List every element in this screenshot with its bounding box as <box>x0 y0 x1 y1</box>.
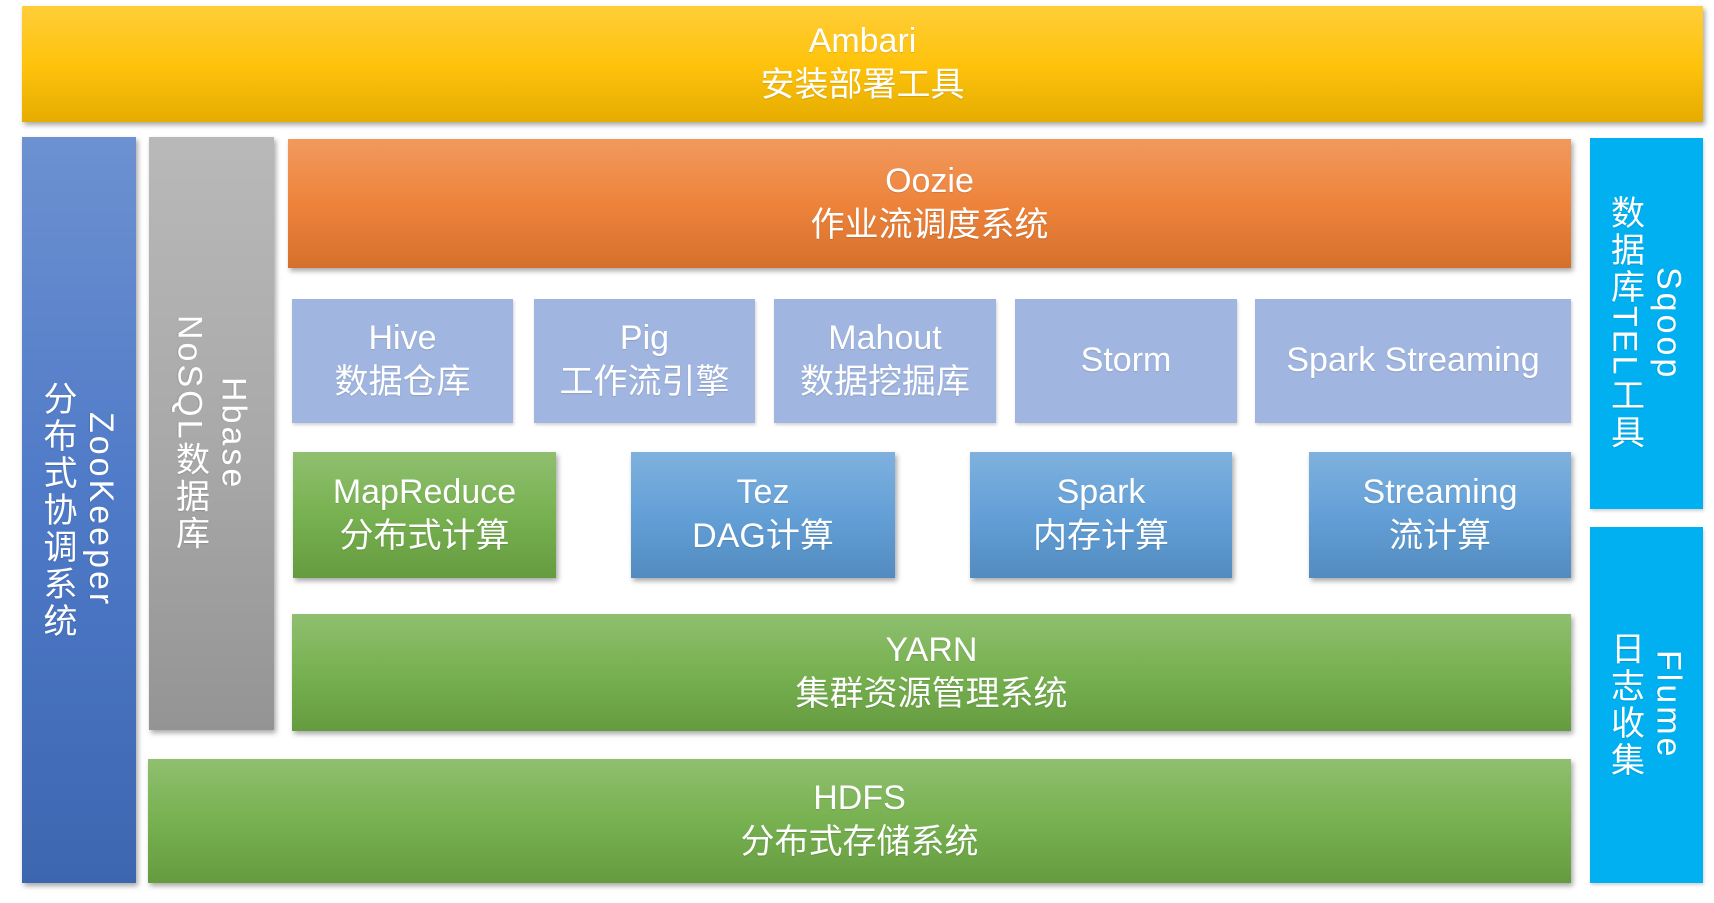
zookeeper-column: ZooKeeper 分布式协调系统 <box>22 137 136 883</box>
pig-box: Pig 工作流引擎 <box>534 299 755 423</box>
flume-label: Flume 日志收集 <box>1602 631 1690 779</box>
zookeeper-subtitle: 分布式协调系统 <box>38 380 76 640</box>
mapreduce-box: MapReduce 分布式计算 <box>293 452 556 578</box>
spark-streaming-box: Spark Streaming <box>1255 299 1571 423</box>
streaming-title: Streaming <box>1362 473 1518 512</box>
sqoop-column: Sqoop 数据库TEL工具 <box>1590 138 1703 509</box>
ambari-bar: Ambari 安装部署工具 <box>22 6 1703 122</box>
storm-box: Storm <box>1015 299 1237 423</box>
spark-streaming-title: Spark Streaming <box>1286 341 1540 380</box>
hive-box: Hive 数据仓库 <box>292 299 513 423</box>
hdfs-bar: HDFS 分布式存储系统 <box>148 759 1571 883</box>
mahout-subtitle: 数据挖掘库 <box>800 363 970 401</box>
yarn-bar: YARN 集群资源管理系统 <box>292 614 1571 731</box>
sqoop-label: Sqoop 数据库TEL工具 <box>1602 195 1690 451</box>
pig-subtitle: 工作流引擎 <box>559 363 730 401</box>
zookeeper-label: ZooKeeper 分布式协调系统 <box>35 381 123 640</box>
mahout-title: Mahout <box>828 319 942 358</box>
zookeeper-title: ZooKeeper <box>82 412 121 608</box>
flume-subtitle: 日志收集 <box>1605 631 1644 779</box>
oozie-subtitle: 作业流调度系统 <box>810 205 1049 244</box>
flume-column: Flume 日志收集 <box>1590 527 1703 883</box>
streaming-subtitle: 流计算 <box>1389 517 1491 555</box>
flume-title: Flume <box>1649 650 1688 760</box>
oozie-title: Oozie <box>885 161 974 200</box>
tez-title: Tez <box>736 473 790 512</box>
yarn-subtitle: 集群资源管理系统 <box>795 674 1068 713</box>
streaming-box: Streaming 流计算 <box>1309 452 1571 578</box>
spark-box: Spark 内存计算 <box>970 452 1232 578</box>
hive-subtitle: 数据仓库 <box>334 363 471 401</box>
hive-title: Hive <box>368 319 437 358</box>
ambari-title: Ambari <box>808 22 917 61</box>
hbase-column: Hbase NoSQL数据库 <box>149 137 274 730</box>
tez-subtitle: DAG计算 <box>692 517 834 555</box>
ambari-subtitle: 安装部署工具 <box>760 66 965 104</box>
mapreduce-subtitle: 分布式计算 <box>339 517 510 555</box>
pig-title: Pig <box>619 319 670 358</box>
hbase-label: Hbase NoSQL数据库 <box>167 315 255 553</box>
storm-title: Storm <box>1080 341 1172 380</box>
hdfs-title: HDFS <box>813 779 906 818</box>
spark-title: Spark <box>1056 473 1146 512</box>
mahout-box: Mahout 数据挖掘库 <box>774 299 996 423</box>
sqoop-subtitle: 数据库TEL工具 <box>1605 195 1644 452</box>
hbase-title: Hbase <box>214 376 253 491</box>
yarn-title: YARN <box>885 630 978 669</box>
spark-subtitle: 内存计算 <box>1033 517 1169 555</box>
hdfs-subtitle: 分布式存储系统 <box>740 823 979 861</box>
hbase-subtitle: NoSQL数据库 <box>170 314 209 553</box>
tez-box: Tez DAG计算 <box>631 452 895 578</box>
mapreduce-title: MapReduce <box>332 473 517 512</box>
oozie-bar: Oozie 作业流调度系统 <box>288 139 1571 268</box>
sqoop-title: Sqoop <box>1649 266 1688 381</box>
